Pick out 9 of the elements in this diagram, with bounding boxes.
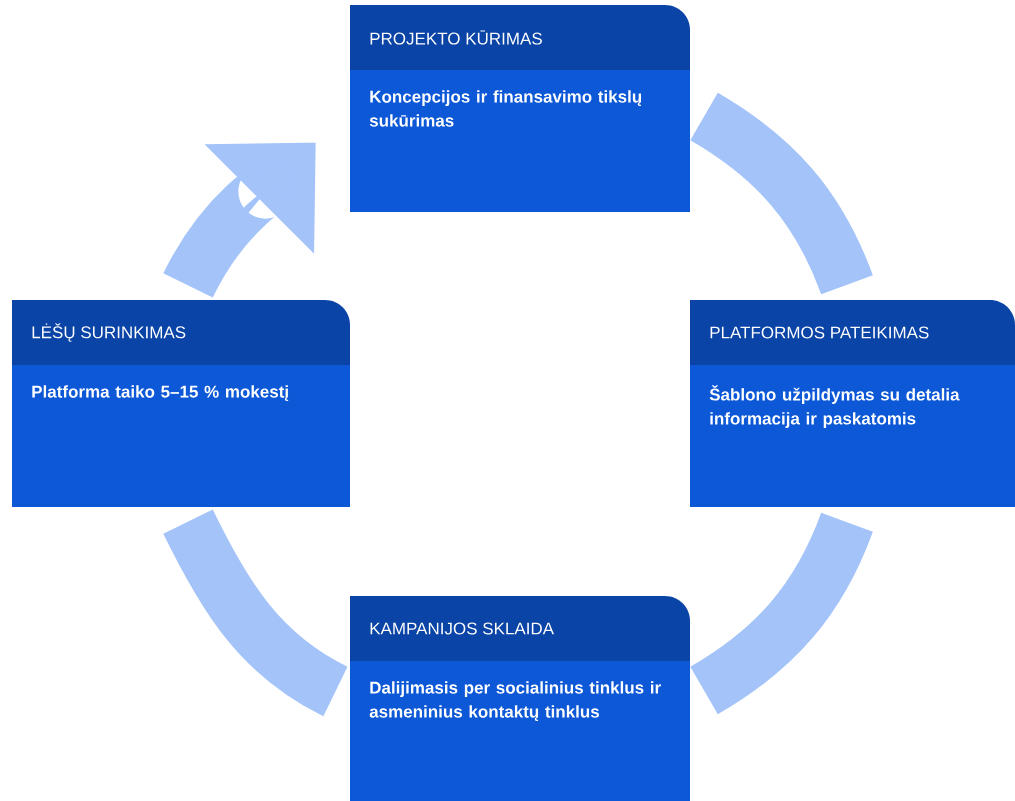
card-header: PLATFORMOS PATEIKIMAS <box>690 300 1015 365</box>
ring-arrow <box>163 142 316 299</box>
card-header: KAMPANIJOS SKLAIDA <box>350 596 690 661</box>
card-body: Šablono užpildymas su detalia informacija ir paskatomis <box>690 365 1015 507</box>
card-header: LĖŠŲ SURINKIMAS <box>12 300 350 365</box>
card-body: Dalijimasis per socialinius tinklus ir asmeninius kontaktų tinklus <box>350 661 690 801</box>
card-header: PROJEKTO KŪRIMAS <box>350 5 690 70</box>
card-body: Koncepcijos ir finansavimo tikslų sukūrimas <box>350 70 690 212</box>
card-body: Platforma taiko 5–15 % mokestį <box>12 365 350 507</box>
